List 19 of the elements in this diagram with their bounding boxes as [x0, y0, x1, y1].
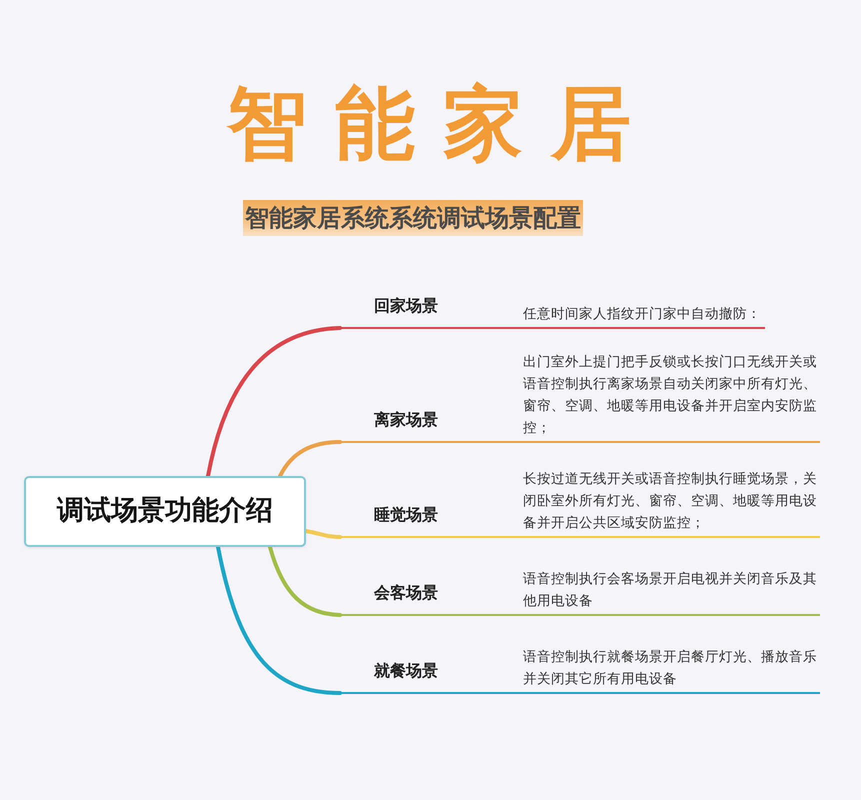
branch-title: 就餐场景	[374, 661, 439, 681]
subtitle: 智能家居系统系统调试场景配置	[243, 200, 583, 236]
central-topic-label: 调试场景功能介绍	[57, 495, 273, 528]
branch-node	[340, 296, 765, 329]
branch-connector	[268, 545, 342, 617]
branch-connector	[206, 326, 342, 478]
branch-description: 长按过道无线开关或语音控制执行睡觉场景，关闭卧室外所有灯光、窗帘、空调、地暖等用电设备并开启公共区域安防监控；	[523, 470, 818, 533]
branch-connector	[304, 529, 342, 539]
branch-description: 任意时间家人指纹开门家中自动撤防：	[523, 305, 761, 324]
branch-title: 会客场景	[374, 583, 439, 603]
branch-connector	[278, 440, 342, 478]
branch-title: 离家场景	[374, 410, 439, 430]
branch-description: 语音控制执行会客场景开启电视并关闭音乐及其他用电设备	[523, 570, 818, 611]
branch-title: 回家场景	[374, 296, 439, 316]
branch-title: 睡觉场景	[374, 505, 439, 525]
central-topic-box	[24, 476, 306, 547]
branch-description: 语音控制执行就餐场景开启餐厅灯光、播放音乐并关闭其它所有用电设备	[523, 648, 818, 689]
branch-description: 出门室外上提门把手反锁或长按门口无线开关或语音控制执行离家场景自动关闭家中所有灯光、窗帘、空调、地暖等用电设备并开启室内安防监控；	[523, 353, 818, 438]
branch-connector	[216, 545, 342, 695]
